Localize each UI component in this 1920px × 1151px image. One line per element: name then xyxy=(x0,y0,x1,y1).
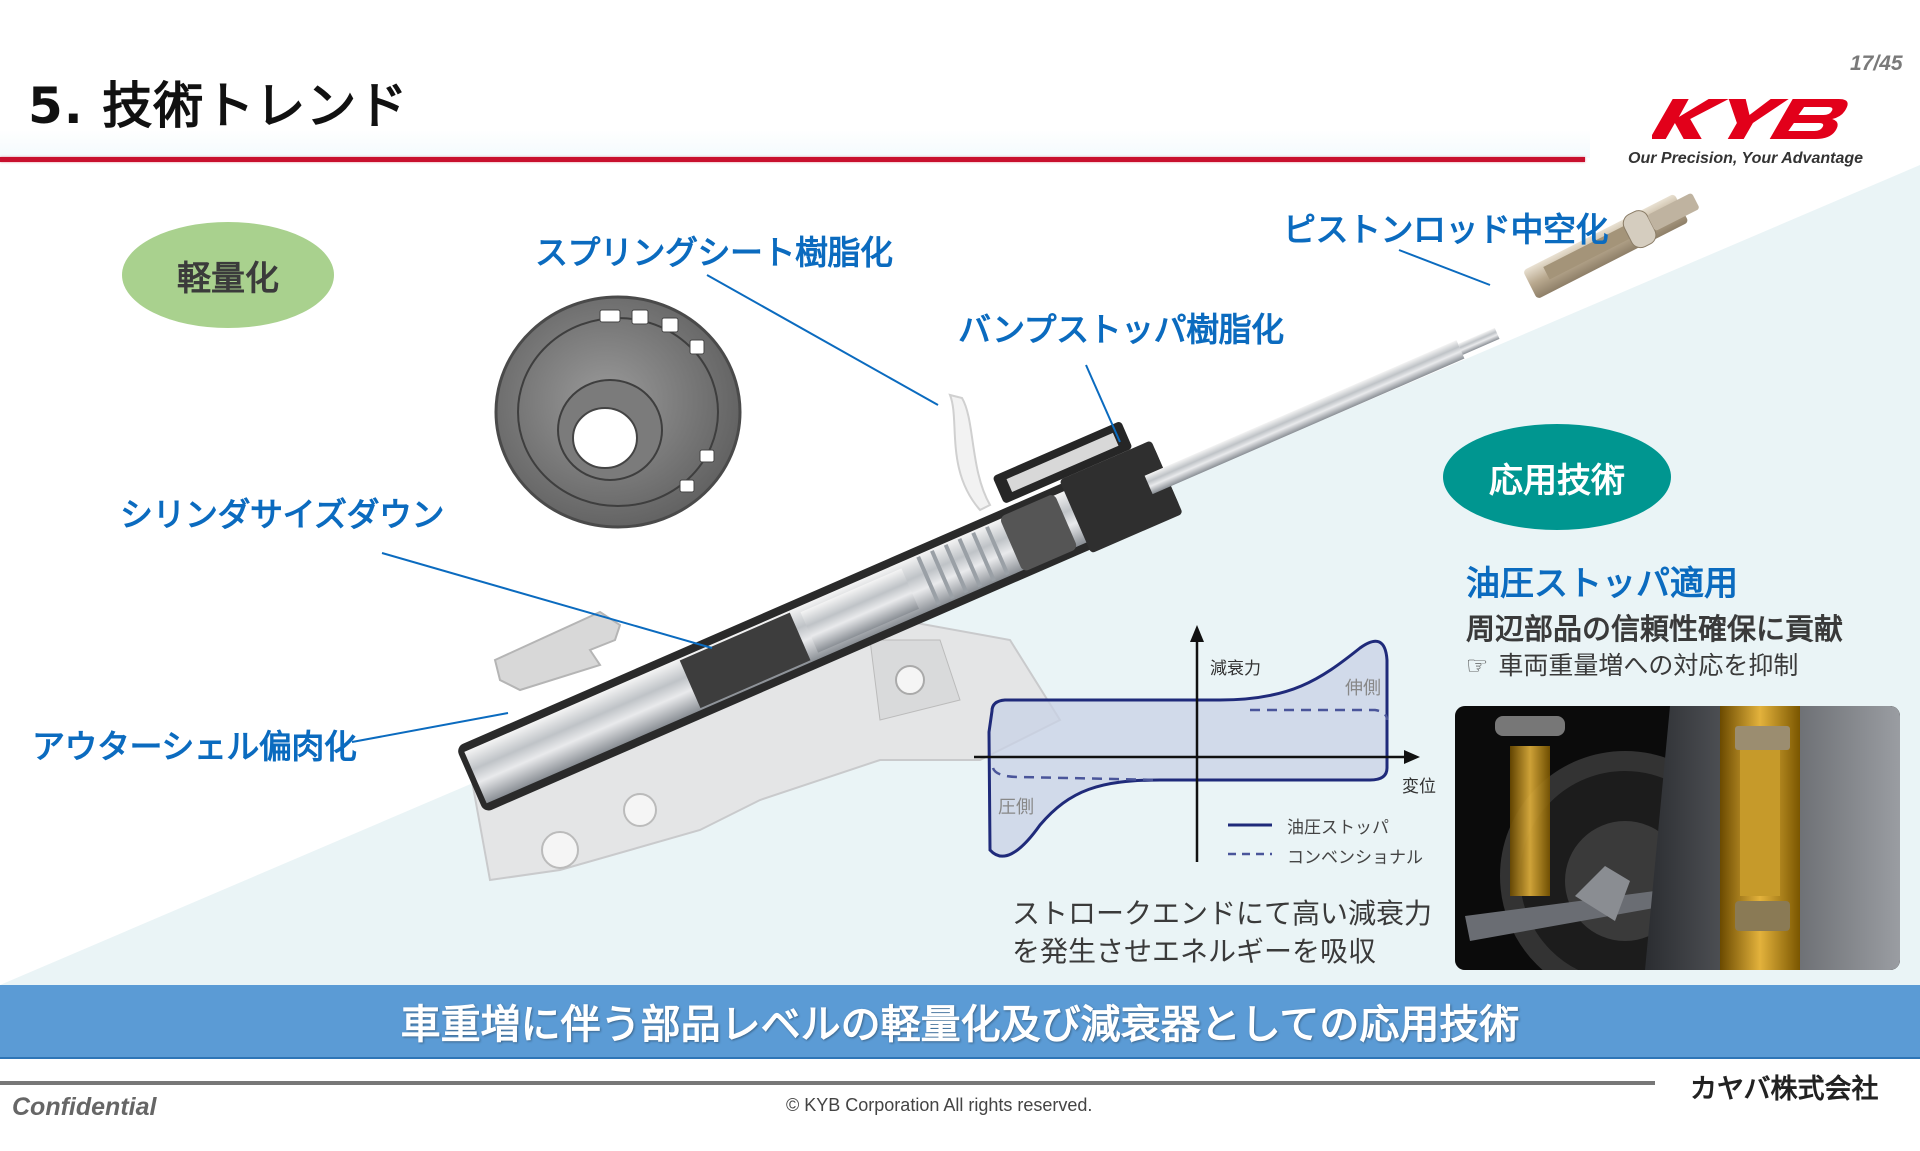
hydraulic-stopper-photo xyxy=(1455,706,1900,970)
spring-seat-part xyxy=(494,295,742,529)
hollow-piston-rod-part xyxy=(1524,193,1699,298)
footer-divider xyxy=(0,1081,1655,1085)
copyright-text: © KYB Corporation All rights reserved. xyxy=(786,1095,1093,1115)
chart-caption: ストロークエンドにて高い減衰力 を発生させエネルギーを吸収 xyxy=(1012,895,1432,971)
kyb-logo xyxy=(1652,99,1848,139)
callout-cylinder-size: シリンダサイズダウン xyxy=(120,495,445,534)
chart-legend-dashed: コンベンショナル xyxy=(1287,848,1423,868)
applied-tech-note-text: 車両重量増への対応を抑制 xyxy=(1498,651,1799,680)
header-divider xyxy=(0,157,1585,162)
chart-caption-line2: を発生させエネルギーを吸収 xyxy=(1012,935,1377,968)
summary-banner: 車重増に伴う部品レベルの軽量化及び減衰器としての応用技術 xyxy=(0,985,1920,1059)
applied-tech-note: ☞ 車両重量増への対応を抑制 xyxy=(1466,646,1798,682)
chart-x-axis-label: 変位 xyxy=(1402,777,1436,797)
company-name: カヤバ株式会社 xyxy=(1690,1074,1879,1105)
suspension-cutaway-image xyxy=(1455,706,1900,970)
chart-y-axis-label: 減衰力 xyxy=(1210,659,1261,679)
chart-caption-line1: ストロークエンドにて高い減衰力 xyxy=(1012,897,1433,930)
pointing-hand-icon: ☞ xyxy=(1466,651,1489,680)
callout-piston-rod: ピストンロッド中空化 xyxy=(1283,210,1609,249)
damping-force-chart xyxy=(974,625,1420,862)
category-lightweight-badge: 軽量化 xyxy=(122,222,334,328)
category-applied-tech-badge: 応用技術 xyxy=(1443,424,1671,530)
applied-tech-subheading: 周辺部品の信頼性確保に貢献 xyxy=(1466,612,1844,646)
logo-tagline: Our Precision, Your Advantage xyxy=(1628,150,1864,167)
chart-annotation-compression: 圧側 xyxy=(998,797,1034,818)
callout-outer-shell: アウターシェル偏肉化 xyxy=(32,727,357,766)
chart-legend-solid: 油圧ストッパ xyxy=(1287,818,1389,838)
confidential-label: Confidential xyxy=(12,1093,157,1121)
applied-tech-heading: 油圧ストッパ適用 xyxy=(1466,564,1738,604)
page-number: 17/45 xyxy=(1850,52,1903,75)
page-title: 5. 技術トレンド xyxy=(28,77,409,135)
callout-spring-seat: スプリングシート樹脂化 xyxy=(535,233,893,272)
chart-annotation-extension: 伸側 xyxy=(1345,678,1381,699)
callout-bump-stopper: バンプストッパ樹脂化 xyxy=(958,310,1284,349)
